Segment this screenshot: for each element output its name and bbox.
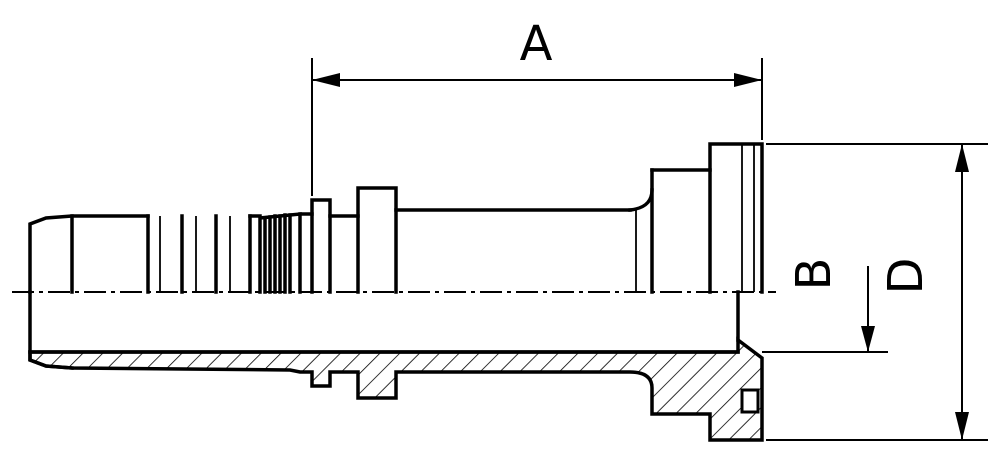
dimension-label-d: D [878, 258, 934, 295]
dimension-label-b: B [786, 258, 842, 291]
dimension-a: A [311, 16, 763, 196]
dimension-label-a: A [520, 16, 553, 72]
dimension-d: D [766, 143, 988, 441]
dimension-b: B [762, 258, 888, 353]
fitting-section-lower [28, 290, 764, 442]
fitting-outline-upper [28, 142, 764, 294]
knurl-ring [258, 212, 302, 294]
